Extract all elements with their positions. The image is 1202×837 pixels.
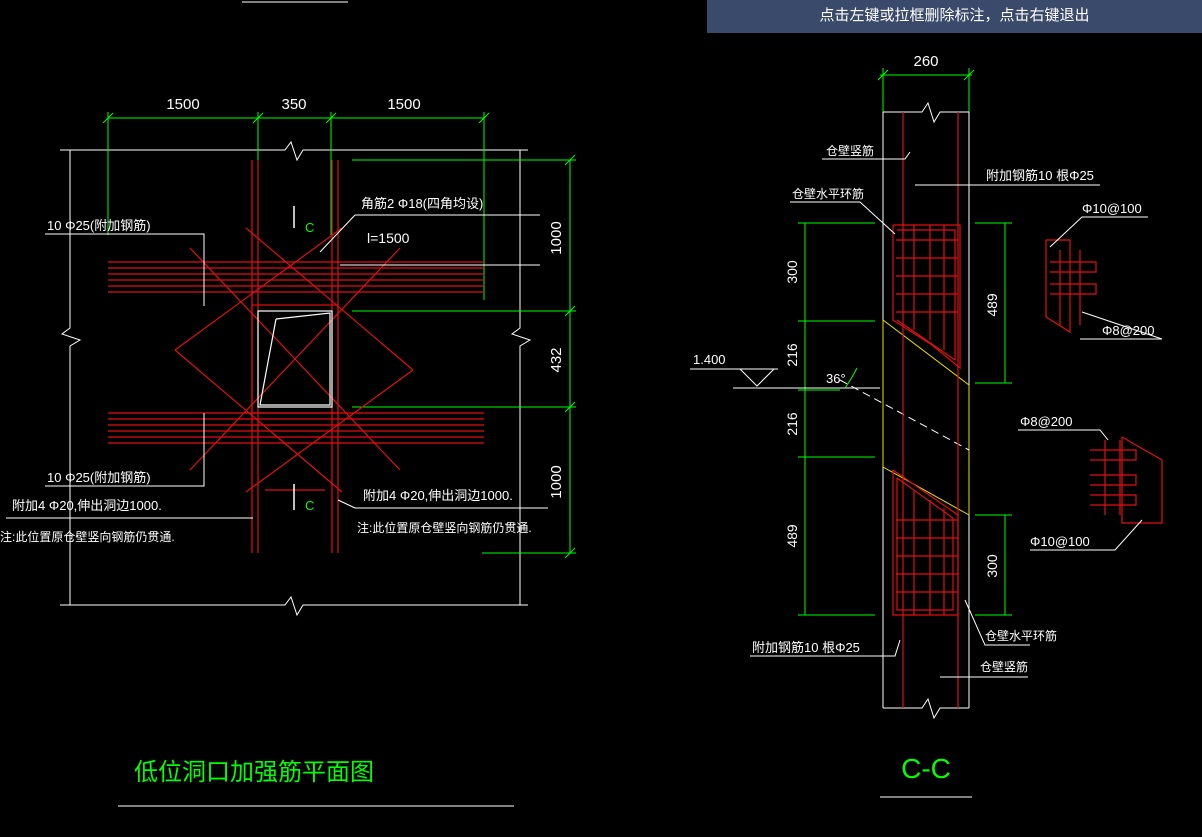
section-angle: 36°: [826, 371, 846, 386]
plan-dim-top-1: 1500: [166, 96, 199, 113]
section-dim-right-top: 489: [984, 293, 1000, 317]
plan-section-mark-top: C: [305, 220, 314, 235]
plan-label-extra-left: 附加4 Φ20,伸出洞边1000.: [12, 498, 162, 513]
section-view: 260: [690, 53, 1163, 798]
section-dim-left-1: 300: [784, 260, 800, 284]
section-label-extra-top: 附加钢筋10 根Φ25: [986, 168, 1094, 183]
plan-leaders: [6, 214, 548, 519]
section-dim-left-4: 489: [784, 524, 800, 548]
plan-dim-top: [102, 112, 490, 300]
plan-note-right: 注:此位置原仓壁竖向钢筋仍贯通.: [357, 520, 532, 535]
section-leaders: [750, 151, 1163, 678]
plan-note-left: 注:此位置原仓壁竖向钢筋仍贯通.: [0, 529, 175, 544]
section-elevation: 1.400: [693, 352, 726, 367]
section-dim-left: [798, 222, 1012, 616]
plan-view: 1500 350 1500 1000 432 1000: [0, 1, 576, 807]
plan-dim-top-2: 350: [281, 96, 306, 113]
section-title: C-C: [901, 753, 951, 784]
plan-dim-top-3: 1500: [387, 96, 420, 113]
section-dim-width: 260: [913, 53, 938, 70]
status-hint-bar: 点击左键或拉框删除标注，点击右键退出: [707, 0, 1202, 33]
section-dim-left-3: 216: [784, 412, 800, 436]
plan-dim-right-2: 432: [548, 347, 565, 372]
section-rebar: [892, 112, 1163, 708]
plan-wall-outline: [60, 140, 532, 617]
plan-opening: [257, 310, 333, 408]
section-label-stirrup-top: Φ10@100: [1082, 201, 1142, 216]
plan-title: 低位洞口加强筋平面图: [134, 759, 374, 786]
section-label-stirrup-bottom: Φ10@100: [1030, 534, 1090, 549]
plan-dim-right-1: 1000: [548, 221, 565, 254]
section-label-extra-bottom: 附加钢筋10 根Φ25: [752, 640, 860, 655]
plan-label-corner-bars: 角筋2 Φ18(四角均设): [361, 196, 483, 211]
section-label-ring-bottom: 仓壁水平环筋: [985, 628, 1057, 643]
plan-dim-right-3: 1000: [548, 465, 565, 498]
plan-label-top-extra: 10 Φ25(附加钢筋): [47, 218, 151, 233]
section-elevation-marker: [690, 368, 880, 389]
section-label-tie-bottom: Φ8@200: [1020, 414, 1073, 429]
section-wall: [882, 101, 970, 720]
plan-label-extra-right: 附加4 Φ20,伸出洞边1000.: [363, 488, 513, 503]
plan-section-mark-bottom: C: [305, 498, 314, 513]
section-dim-right-bottom: 300: [984, 554, 1000, 578]
section-label-ring-top: 仓壁水平环筋: [792, 186, 864, 201]
plan-label-bottom-extra: 10 Φ25(附加钢筋): [47, 470, 151, 485]
section-label-wall-vertical-top: 仓壁竖筋: [826, 143, 874, 158]
section-label-wall-vertical-bottom: 仓壁竖筋: [980, 659, 1028, 674]
section-dim-left-2: 216: [784, 343, 800, 367]
section-label-tie-top: Φ8@200: [1102, 323, 1155, 338]
section-opening: [882, 319, 970, 516]
section-dim-top: [877, 68, 975, 112]
plan-dim-right: [352, 154, 576, 559]
plan-label-length: l=1500: [367, 230, 410, 246]
plan-rebar: [108, 160, 484, 553]
